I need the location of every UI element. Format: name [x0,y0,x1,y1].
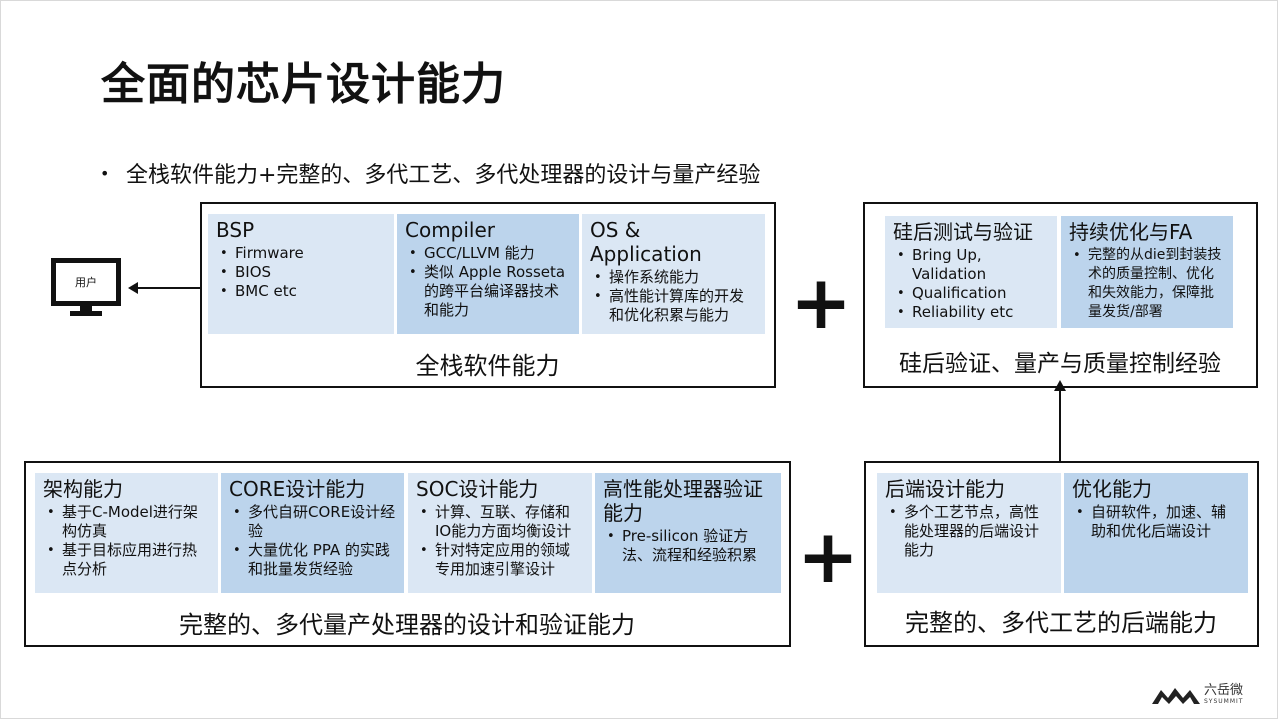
cell-title: CORE设计能力 [229,477,366,501]
arrow-head-left-icon [128,282,138,294]
cell-title: 优化能力 [1072,477,1152,501]
list-item: 多个工艺节点，高性能处理器的后端设计能力 [885,503,1053,560]
list-item: Qualification [893,284,1049,303]
cell-title: 后端设计能力 [885,477,1005,501]
group-caption: 全栈软件能力 [415,352,560,380]
list-item: 操作系统能力 [590,268,757,287]
list-item: 自研软件，加速、辅助和优化后端设计 [1072,503,1240,541]
list-item: GCC/LLVM 能力 [405,244,571,263]
backend-design-cell: 后端设计能力 多个工艺节点，高性能处理器的后端设计能力 [877,473,1061,593]
list-item: Firmware [216,244,386,263]
list-item: 高性能计算库的开发和优化积累与能力 [590,287,757,325]
compiler-cell: Compiler GCC/LLVM 能力 类似 Apple Rosseta 的跨… [397,214,579,334]
list-item: 基于C-Model进行架构仿真 [43,503,210,541]
bullet-dot: • [100,164,110,183]
backend-design-group: 后端设计能力 多个工艺节点，高性能处理器的后端设计能力 优化能力 自研软件，加速… [864,461,1259,647]
list-item: Reliability etc [893,303,1049,322]
list-item: 多代自研CORE设计经验 [229,503,396,541]
arrow-backend-to-silicon [1059,389,1061,472]
cell-title: BSP [216,218,255,242]
group-caption: 完整的、多代工艺的后端能力 [905,609,1217,637]
cell-title: 持续优化与FA [1069,220,1193,244]
core-design-cell: CORE设计能力 多代自研CORE设计经验 大量优化 PPA 的实践和批量发货经… [221,473,404,593]
logo-name-en: SYSUMMIT [1204,698,1244,705]
logo-text: 六岳微 SYSUMMIT [1204,684,1243,706]
bsp-cell: BSP Firmware BIOS BMC etc [208,214,394,334]
list-item: 类似 Apple Rosseta 的跨平台编译器技术和能力 [405,263,571,320]
cell-title: OS & Application [590,218,702,266]
list-item: 基于目标应用进行热点分析 [43,541,210,579]
company-logo: 六岳微 SYSUMMIT [1152,684,1243,706]
monitor-base [70,311,102,316]
arrow-head-up-icon [1054,380,1066,391]
page-title: 全面的芯片设计能力 [101,59,506,110]
cell-title: 硅后测试与验证 [893,220,1033,244]
list-item: BMC etc [216,282,386,301]
group-caption: 完整的、多代量产处理器的设计和验证能力 [179,611,635,639]
list-item: Bring Up, Validation [893,246,1049,284]
cell-title: Compiler [405,218,496,242]
monitor-icon: 用户 [51,258,121,306]
user-label: 用户 [75,276,97,289]
list-item: BIOS [216,263,386,282]
continuous-optimization-cell: 持续优化与FA 完整的从die到封装技术的质量控制、优化和失效能力，保障批量发货… [1061,216,1233,328]
list-item: Pre-silicon 验证方法、流程和经验积累 [603,527,773,565]
list-item: 计算、互联、存储和IO能力方面均衡设计 [416,503,584,541]
logo-mark-icon [1152,688,1200,704]
architecture-cell: 架构能力 基于C-Model进行架构仿真 基于目标应用进行热点分析 [35,473,218,593]
optimization-cell: 优化能力 自研软件，加速、辅助和优化后端设计 [1064,473,1248,593]
plus-icon: + [790,260,853,346]
processor-design-group: 架构能力 基于C-Model进行架构仿真 基于目标应用进行热点分析 CORE设计… [24,461,791,647]
list-item: 针对特定应用的领域专用加速引擎设计 [416,541,584,579]
list-item: 大量优化 PPA 的实践和批量发货经验 [229,541,396,579]
list-item: 完整的从die到封装技术的质量控制、优化和失效能力，保障批量发货/部署 [1069,246,1225,322]
soc-design-cell: SOC设计能力 计算、互联、存储和IO能力方面均衡设计 针对特定应用的领域专用加… [408,473,592,593]
os-application-cell: OS & Application 操作系统能力 高性能计算库的开发和优化积累与能… [582,214,765,334]
logo-name-cn: 六岳微 [1204,683,1244,698]
cell-title: 高性能处理器验证能力 [603,477,763,525]
processor-verification-cell: 高性能处理器验证能力 Pre-silicon 验证方法、流程和经验积累 [595,473,781,593]
arrow-to-user [131,287,200,289]
summary-text: 全栈软件能力+完整的、多代工艺、多代处理器的设计与量产经验 [126,163,761,188]
monitor-neck [80,306,92,312]
cell-title: SOC设计能力 [416,477,539,501]
group-caption: 硅后验证、量产与质量控制经验 [899,351,1221,377]
silicon-validation-group: 硅后测试与验证 Bring Up, Validation Qualificati… [863,202,1258,388]
cell-title: 架构能力 [43,477,123,501]
software-group: BSP Firmware BIOS BMC etc Compiler GCC/L… [200,202,776,388]
post-silicon-test-cell: 硅后测试与验证 Bring Up, Validation Qualificati… [885,216,1057,328]
summary-bullet: • 全栈软件能力+完整的、多代工艺、多代处理器的设计与量产经验 [100,157,760,189]
plus-icon: + [797,514,860,600]
